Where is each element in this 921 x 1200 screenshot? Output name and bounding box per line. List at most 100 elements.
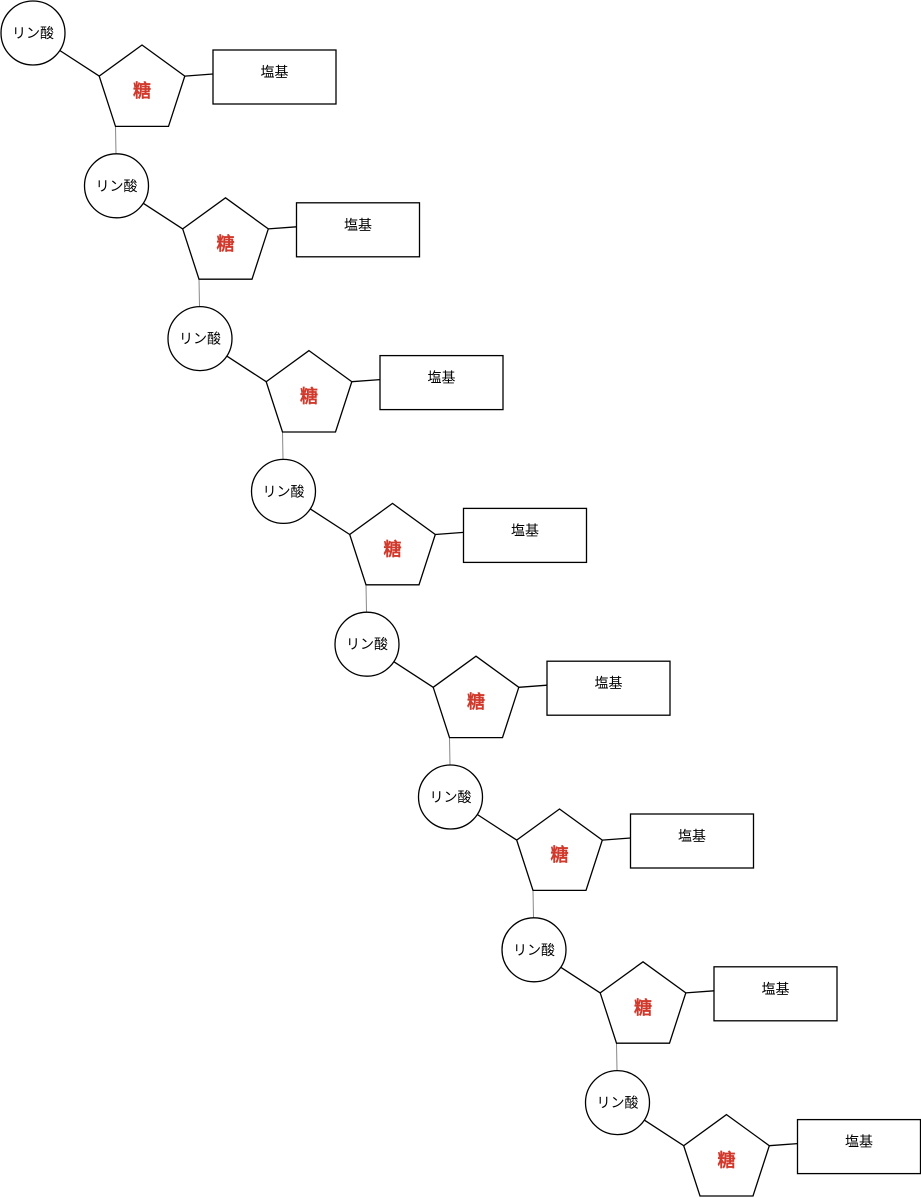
phosphate-label: リン酸 bbox=[346, 637, 388, 653]
phosphate-sugar-bond bbox=[59, 49, 100, 77]
phosphate-label: リン酸 bbox=[179, 332, 221, 348]
backbone-bond bbox=[198, 279, 200, 307]
backbone-bond bbox=[616, 1043, 618, 1071]
sugar-base-bond bbox=[602, 837, 631, 841]
backbone-bond bbox=[365, 584, 367, 613]
phosphate-label: リン酸 bbox=[513, 943, 555, 959]
sugar-base-bond bbox=[351, 378, 381, 383]
base-label: 塩基 bbox=[762, 981, 790, 998]
base: 塩基 bbox=[713, 966, 838, 1022]
phosphate-circle bbox=[584, 1069, 651, 1136]
base: 塩基 bbox=[462, 507, 588, 564]
phosphate-sugar-bond bbox=[560, 966, 601, 994]
sugar-base-bond bbox=[184, 73, 214, 77]
phosphate: リン酸 bbox=[417, 764, 484, 830]
phosphate: リン酸 bbox=[0, 0, 66, 66]
base: 塩基 bbox=[629, 813, 755, 869]
sugar-pentagon bbox=[682, 1113, 771, 1197]
base-box bbox=[295, 202, 421, 258]
sugar: 糖 bbox=[682, 1113, 771, 1197]
sugar: 糖 bbox=[348, 502, 437, 586]
sugar: 糖 bbox=[181, 196, 270, 280]
bond-lines bbox=[59, 49, 798, 1147]
sugar-base-bond bbox=[769, 1142, 798, 1147]
base-box bbox=[796, 1118, 921, 1175]
base-box bbox=[212, 49, 337, 105]
sugar-label: 糖 bbox=[300, 386, 318, 408]
phosphate-circle bbox=[334, 611, 400, 677]
sugar: 糖 bbox=[599, 960, 687, 1044]
sugar-label: 糖 bbox=[718, 1150, 736, 1172]
sugar-base-bond bbox=[518, 684, 548, 688]
base-box bbox=[629, 813, 755, 869]
phosphate-label: リン酸 bbox=[430, 790, 472, 806]
sugar-base-bond bbox=[685, 990, 715, 994]
phosphate: リン酸 bbox=[167, 305, 233, 372]
sugar: 糖 bbox=[432, 655, 520, 739]
phosphate-sugar-bond bbox=[643, 1119, 685, 1147]
backbone-bond bbox=[532, 890, 534, 918]
phosphate: リン酸 bbox=[334, 611, 400, 677]
sugar-pentagon bbox=[515, 808, 604, 892]
backbone-bond bbox=[282, 431, 284, 460]
phosphate-label: リン酸 bbox=[12, 26, 54, 42]
phosphate-label: リン酸 bbox=[597, 1096, 639, 1112]
base-box bbox=[713, 966, 838, 1022]
sugar-base-bond bbox=[435, 531, 464, 536]
base-box bbox=[462, 507, 588, 564]
phosphate-circle bbox=[501, 917, 567, 983]
sugar: 糖 bbox=[515, 808, 604, 892]
backbone-bond bbox=[449, 737, 451, 766]
phosphate-circle bbox=[83, 153, 150, 219]
base-label: 塩基 bbox=[428, 370, 456, 387]
base-label: 塩基 bbox=[845, 1134, 873, 1151]
base-label: 塩基 bbox=[344, 217, 372, 234]
sugar: 糖 bbox=[98, 44, 186, 128]
sugar-pentagon bbox=[265, 349, 353, 433]
phosphate-circle bbox=[250, 458, 317, 525]
sugar-label: 糖 bbox=[217, 233, 235, 255]
sugar-pentagon bbox=[432, 655, 520, 739]
sugar-label: 糖 bbox=[467, 691, 485, 713]
phosphate: リン酸 bbox=[83, 153, 150, 219]
sugar-label: 糖 bbox=[133, 80, 151, 102]
sugar-label: 糖 bbox=[634, 997, 652, 1019]
phosphate-circle bbox=[0, 0, 66, 66]
phosphate-circle bbox=[167, 305, 233, 372]
sugar-pentagon bbox=[181, 196, 270, 280]
base: 塩基 bbox=[379, 354, 504, 411]
base: 塩基 bbox=[212, 49, 337, 105]
phosphate-sugar-bond bbox=[393, 661, 434, 688]
base-label: 塩基 bbox=[678, 828, 706, 845]
phosphate-sugar-bond bbox=[226, 355, 267, 383]
phosphate-label: リン酸 bbox=[263, 484, 305, 500]
phosphate-sugar-bond bbox=[142, 202, 184, 230]
sugar-pentagon bbox=[348, 502, 437, 586]
phosphate: リン酸 bbox=[501, 917, 567, 983]
backbone-bond bbox=[115, 126, 117, 154]
phosphate: リン酸 bbox=[250, 458, 317, 525]
phosphate-sugar-bond bbox=[476, 813, 518, 841]
phosphate-sugar-bond bbox=[309, 508, 351, 536]
sugar-base-bond bbox=[268, 226, 297, 230]
base-box bbox=[546, 660, 671, 716]
base-label: 塩基 bbox=[511, 522, 539, 539]
base-box bbox=[379, 354, 504, 411]
sugar: 糖 bbox=[265, 349, 353, 433]
base: 塩基 bbox=[546, 660, 671, 716]
phosphate-circle bbox=[417, 764, 484, 830]
sugar-label: 糖 bbox=[384, 538, 402, 560]
sugar-pentagon bbox=[599, 960, 687, 1044]
sugar-label: 糖 bbox=[551, 844, 569, 866]
phosphate-label: リン酸 bbox=[96, 179, 138, 195]
